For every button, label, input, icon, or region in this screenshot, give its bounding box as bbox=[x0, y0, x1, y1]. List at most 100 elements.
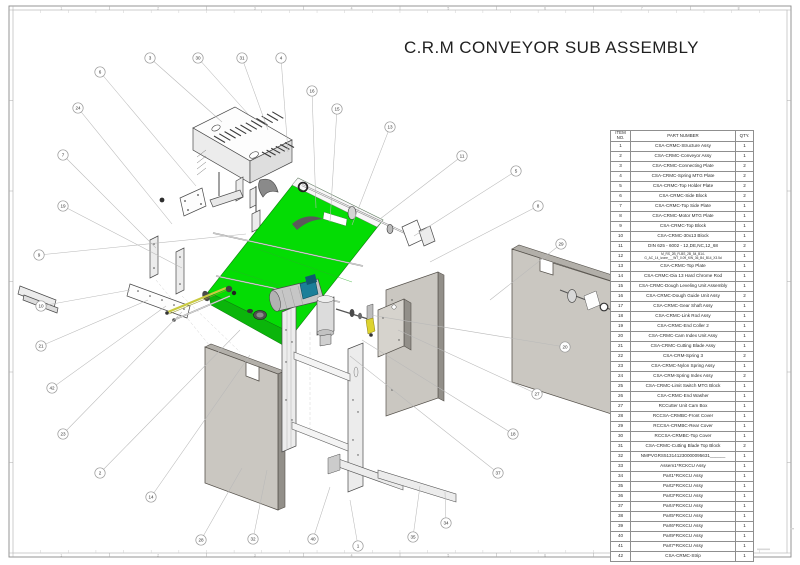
balloon-37: 37 bbox=[492, 467, 504, 479]
bom-cell: RCCSA-CRMBC-Top Cover bbox=[630, 431, 736, 442]
bom-cell: 1 bbox=[735, 451, 754, 462]
balloon-13: 13 bbox=[384, 121, 396, 133]
balloon-4: 4 bbox=[275, 52, 287, 64]
bom-cell: CSA-CRMC-Gear Shaft Assy bbox=[630, 301, 736, 312]
bom-cell: 1 bbox=[735, 481, 754, 492]
bom-cell: 37 bbox=[610, 501, 631, 512]
svg-text:42: 42 bbox=[49, 386, 55, 391]
svg-text:6: 6 bbox=[99, 70, 102, 75]
svg-text:18: 18 bbox=[510, 432, 516, 437]
bom-cell: 1 bbox=[735, 361, 754, 372]
leader-line-7 bbox=[62, 154, 157, 249]
bom-cell: 28 bbox=[610, 411, 631, 422]
balloon-1: 1 bbox=[352, 540, 364, 552]
leader-line-16 bbox=[311, 90, 317, 209]
svg-text:19: 19 bbox=[60, 204, 66, 209]
bom-header-qty: QTY. bbox=[735, 130, 754, 142]
bom-cell: 3 bbox=[610, 161, 631, 172]
bom-cell: CSA-CRMC-End Coller 2 bbox=[630, 321, 736, 332]
mounting-plates bbox=[149, 172, 279, 295]
bom-cell: CSA-CRMC-Nylon Spring Assy bbox=[630, 361, 736, 372]
corner-marks bbox=[757, 528, 794, 551]
leader-line-35 bbox=[412, 485, 421, 538]
svg-text:28: 28 bbox=[198, 538, 204, 543]
bom-cell: CSA-CRMC-Motor MTG Plate bbox=[630, 211, 736, 222]
bom-header-row: ITEM NO. PART NUMBER QTY. bbox=[610, 130, 754, 142]
bom-cell: 40 bbox=[610, 531, 631, 542]
leader-line-42 bbox=[51, 305, 167, 389]
bom-cell: 1 bbox=[735, 151, 754, 162]
bom-cell: 2 bbox=[735, 161, 754, 172]
leader-line-28 bbox=[200, 467, 243, 541]
svg-text:3: 3 bbox=[254, 6, 256, 10]
bom-cell: 5 bbox=[610, 181, 631, 192]
bom-cell: 25 bbox=[610, 381, 631, 392]
svg-text:3: 3 bbox=[149, 56, 152, 61]
bom-cell: CSA-CRMC-Cam Index Unit Assy bbox=[630, 331, 736, 342]
svg-text:32: 32 bbox=[250, 537, 256, 542]
bom-cell: 1 bbox=[735, 141, 754, 152]
cam-box bbox=[377, 298, 412, 358]
balloon-16: 16 bbox=[306, 85, 318, 97]
svg-text:16: 16 bbox=[309, 89, 315, 94]
bom-header-item-no: ITEM NO. bbox=[610, 130, 631, 142]
bom-cell: 16 bbox=[610, 291, 631, 302]
scraper-assembly bbox=[17, 283, 237, 322]
leader-line-15 bbox=[329, 108, 338, 223]
svg-text:29: 29 bbox=[558, 242, 564, 247]
svg-text:34: 34 bbox=[443, 521, 449, 526]
bom-cell: 1 bbox=[735, 491, 754, 502]
svg-text:1: 1 bbox=[60, 554, 62, 558]
balloon-9: 9 bbox=[33, 249, 45, 261]
bom-cell: CSA-CRM-Spring Index Assy bbox=[630, 371, 736, 382]
bom-cell: CSA-CRMC-Dia 13 Hard Chrome Rod bbox=[630, 271, 736, 282]
bom-cell: 41 bbox=[610, 541, 631, 552]
bom-cell: 20 bbox=[610, 331, 631, 342]
bom-cell: CSA-CRMC-Spring MTG Plate bbox=[630, 171, 736, 182]
svg-text:24: 24 bbox=[75, 106, 81, 111]
leader-line-4 bbox=[280, 57, 289, 153]
bom-cell: 23 bbox=[610, 361, 631, 372]
bom-cell: 26 bbox=[610, 391, 631, 402]
bom-cell: 36 bbox=[610, 491, 631, 502]
bom-cell: CSA-CRMC-Connecting Plate bbox=[630, 161, 736, 172]
bom-cell: CSA-CRMC-Strip bbox=[630, 551, 736, 562]
balloon-5: 5 bbox=[510, 165, 522, 177]
sheet-border: 1122334455667788 bbox=[8, 5, 792, 558]
leader-line-29 bbox=[489, 243, 562, 301]
leader-line-32 bbox=[252, 469, 268, 540]
leader-lines bbox=[38, 57, 566, 547]
leader-line-18 bbox=[361, 339, 514, 435]
bom-cell: Assem1*RCKCU Assy bbox=[630, 461, 736, 472]
bom-cell: 39 bbox=[610, 521, 631, 532]
bom-cell: 30 bbox=[610, 431, 631, 442]
balloon-35: 35 bbox=[407, 531, 419, 543]
balloon-6: 6 bbox=[94, 66, 106, 78]
leader-line-19 bbox=[62, 205, 183, 269]
bom-cell: 1 bbox=[735, 311, 754, 322]
bom-cell: 15 bbox=[610, 281, 631, 292]
svg-text:21: 21 bbox=[38, 344, 44, 349]
bom-cell: 42 bbox=[610, 551, 631, 562]
bom-cell: 29 bbox=[610, 421, 631, 432]
leader-line-11 bbox=[379, 155, 463, 220]
svg-text:35: 35 bbox=[410, 535, 416, 540]
leader-line-13 bbox=[351, 126, 391, 226]
